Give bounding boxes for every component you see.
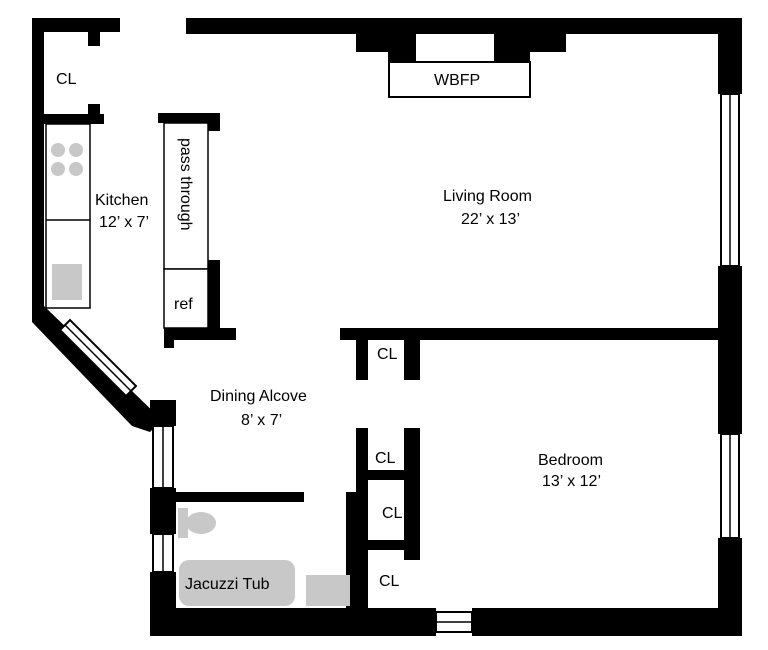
- closet-wall-left-top: [356, 328, 368, 380]
- kitchen-closet-wall: [44, 114, 104, 124]
- labels: CL WBFP Kitchen 12’ x 7’ pass through re…: [56, 71, 603, 593]
- ref-wall-side: [208, 260, 220, 330]
- stove-burner-icon: [69, 162, 83, 176]
- closet-wall-left-mid: [356, 428, 368, 480]
- pass-through-top: [158, 113, 220, 123]
- bedroom-name: Bedroom: [538, 452, 603, 469]
- wall-living-bedroom: [340, 328, 720, 340]
- wall-right-mid: [718, 266, 742, 434]
- jacuzzi-tub: [179, 560, 295, 606]
- ref-wall-bottom: [164, 328, 236, 340]
- fridge: [163, 268, 209, 329]
- ref-wall-stub: [164, 328, 174, 348]
- stove-burner-icon: [51, 143, 65, 157]
- chimney-left-inner: [388, 32, 416, 62]
- wall-bath-left-low: [150, 572, 176, 636]
- pass-through-label: pass through: [177, 138, 194, 231]
- chimney-right-inner: [494, 32, 530, 62]
- wall-top-left: [32, 18, 120, 32]
- kitchen-closet-stub-bottom: [88, 104, 100, 116]
- stove-burner-icon: [51, 162, 65, 176]
- fixtures: [45, 61, 531, 606]
- pass-through-counter: [163, 122, 209, 270]
- living-room-size: 22’ x 13’: [461, 211, 520, 228]
- wall-diagonal: [32, 306, 162, 432]
- wall-bottom-left: [150, 608, 436, 636]
- bath-wall-right: [346, 492, 356, 608]
- dining-alcove-name: Dining Alcove: [210, 388, 307, 405]
- closet-wall-right-top: [404, 328, 420, 380]
- living-room-name: Living Room: [443, 188, 532, 205]
- closet-mid-label: CL: [375, 450, 396, 467]
- closet-wall-right-mid: [404, 428, 420, 558]
- ref-label: ref: [174, 296, 193, 313]
- bathroom-sink-icon: [306, 575, 350, 606]
- kitchen-closet-label: CL: [56, 71, 77, 88]
- wbfp-label: WBFP: [434, 72, 480, 89]
- kitchen-sink-icon: [52, 264, 82, 300]
- windows: [58, 93, 740, 633]
- closet-divider-2: [356, 540, 420, 550]
- walls: [32, 18, 742, 636]
- wall-bottom-right: [472, 608, 742, 636]
- closet-lower-label: CL: [382, 505, 403, 522]
- bedroom-size: 13’ x 12’: [542, 473, 601, 490]
- closet-wall-right-low: [404, 540, 420, 560]
- kitchen-size: 12’ x 7’: [99, 214, 149, 231]
- jacuzzi-tub-label: Jacuzzi Tub: [185, 576, 270, 593]
- dining-alcove-size: 8’ x 7’: [241, 412, 282, 429]
- bath-wall-top: [176, 492, 304, 502]
- wall-right-upper: [718, 18, 742, 94]
- fireplace-hearth: [388, 61, 531, 98]
- pass-through-top-stub: [208, 113, 220, 131]
- kitchen-closet-stub-top: [88, 30, 100, 46]
- closet-top-label: CL: [377, 346, 398, 363]
- wall-left: [32, 18, 44, 316]
- wall-bath-left-mid: [150, 488, 176, 534]
- closet-bottom-label: CL: [379, 573, 400, 590]
- closet-divider-1: [356, 470, 420, 480]
- wall-top-right: [186, 18, 742, 34]
- toilet-icon: [178, 508, 216, 538]
- kitchen-name: Kitchen: [95, 192, 148, 209]
- stove-burner-icon: [69, 143, 83, 157]
